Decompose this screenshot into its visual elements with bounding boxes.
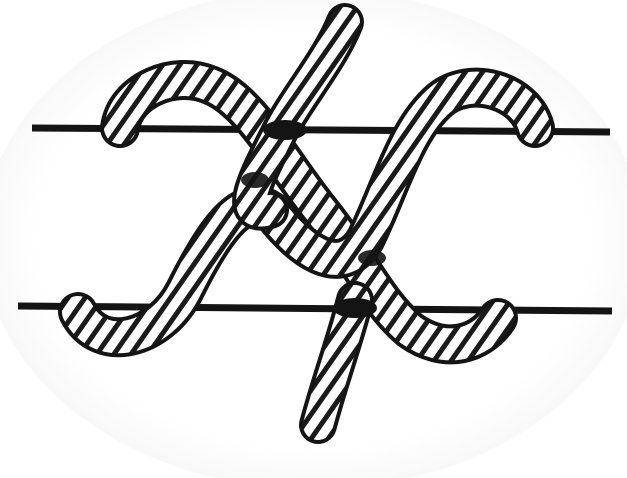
bottom-horizontal-line (18, 306, 612, 311)
